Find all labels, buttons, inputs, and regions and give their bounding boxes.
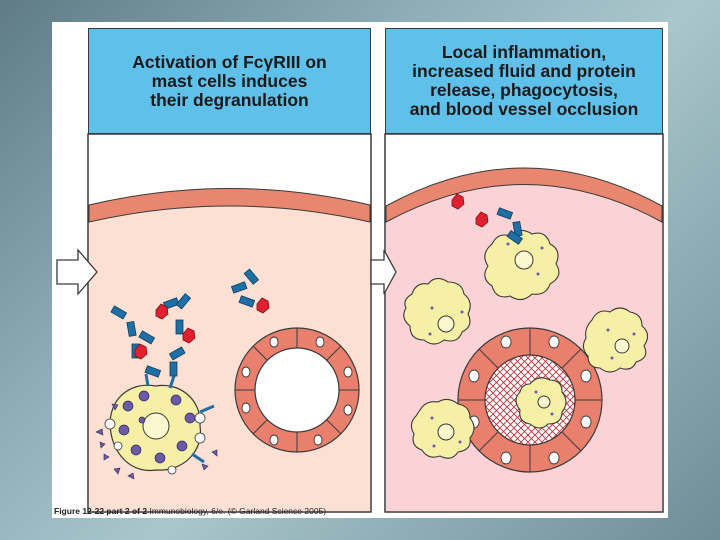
figure-label: Figure 12-22 part 2 of 2: [54, 506, 148, 516]
left-arrow-icon: [56, 248, 98, 296]
left-panel-title: Activation of FcγRIII on mast cells indu…: [88, 28, 371, 134]
right-arrow-icon: [370, 249, 397, 295]
released-granules: [95, 403, 218, 480]
phagocyte-nuclei: [437, 250, 630, 441]
fc-receptors: [144, 373, 215, 464]
immune-complexes: [110, 268, 270, 378]
left-epithelium-band: [88, 188, 371, 223]
mast-cell: [104, 384, 206, 475]
figure-caption: Figure 12-22 part 2 of 2 Immunobiology, …: [54, 506, 326, 516]
immune-complex-right: [451, 193, 524, 245]
right-panel-title: Local inflammation, increased fluid and …: [385, 28, 663, 134]
diagram-illustration: [56, 133, 664, 513]
right-epithelium-band: [385, 167, 663, 223]
antigens: [134, 297, 270, 360]
slide-frame: Activation of FcγRIII on mast cells indu…: [52, 22, 668, 518]
blood-vessel: [234, 327, 360, 453]
right-panel: [370, 133, 664, 513]
phagocyte-right: [582, 307, 649, 373]
phagocyte-granules: [428, 242, 636, 448]
figure-source: Immunobiology, 6/e. (© Garland Science 2…: [149, 506, 327, 516]
left-panel: [56, 133, 372, 513]
